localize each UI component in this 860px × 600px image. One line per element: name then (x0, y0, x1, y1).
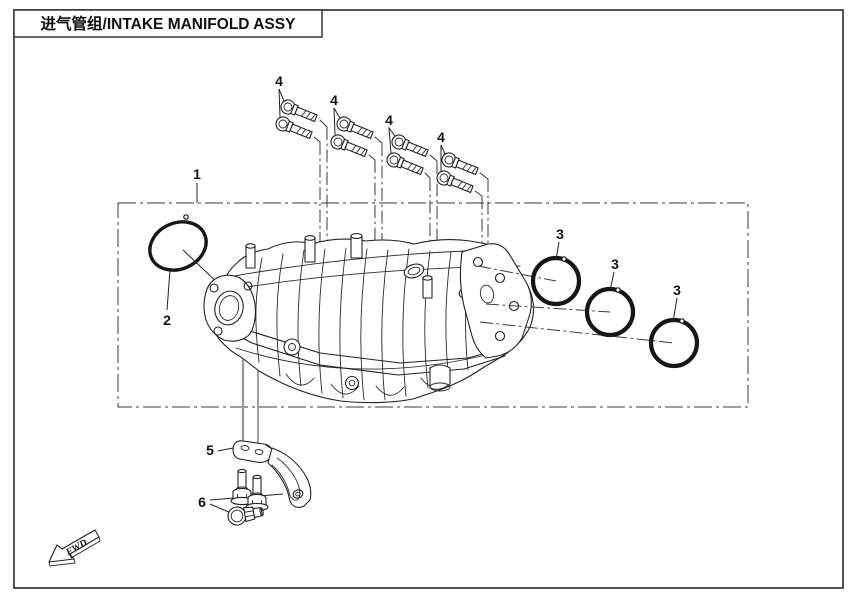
callout-3a: 3 (556, 226, 564, 242)
bolt-4c2 (386, 152, 424, 176)
seal-ring-3b-leader (609, 271, 615, 292)
bolt-4c1 (391, 134, 429, 158)
bracket-5-leader (217, 447, 234, 452)
title-block: 进气管组/INTAKE MANIFOLD ASSY (13, 9, 323, 38)
seal-ring-3c (648, 297, 700, 369)
callout-3b: 3 (611, 256, 619, 272)
bolt-4d2 (436, 170, 474, 194)
seal-ring-pointer-lines (477, 265, 675, 344)
flange-bolts-4 (275, 88, 479, 194)
flange-bolt-6c (227, 506, 264, 526)
callout-labels: 1 2 3 3 3 4 4 4 4 5 6 (163, 73, 681, 510)
bolt-4d-leader (440, 144, 446, 171)
bolt-4d1 (441, 152, 479, 176)
bolt-4a1 (280, 99, 318, 123)
seal-ring-3b (584, 271, 636, 338)
intake-manifold-body (203, 233, 535, 404)
bracket-bolts-6 (209, 468, 284, 526)
bolt-4b-leader (333, 107, 341, 136)
bolt-4c-leader (388, 126, 396, 154)
page-border (13, 9, 844, 589)
bolt-4a2 (275, 116, 313, 140)
bolt-4a-leader (278, 88, 285, 118)
callout-4d: 4 (437, 129, 445, 145)
fwd-direction-marker: FWD (48, 529, 101, 567)
callout-5: 5 (206, 442, 214, 458)
seal-ring-3a (530, 241, 582, 307)
support-bracket-5 (217, 440, 312, 508)
seal-ring-3a-leader (555, 241, 560, 261)
callout-4a: 4 (275, 73, 283, 89)
callout-4c: 4 (385, 112, 393, 128)
callout-1: 1 (193, 166, 201, 182)
bolt-4b1 (336, 116, 374, 140)
callout-2: 2 (163, 312, 171, 328)
vacuum-port-cylinders (245, 233, 433, 299)
page-title: 进气管组/INTAKE MANIFOLD ASSY (41, 14, 297, 33)
o-ring-2-leader-line (166, 269, 171, 311)
fwd-arrow-icon (48, 529, 100, 563)
seal-ring-3c-leader (672, 297, 678, 323)
bolts-6-leader-b (209, 503, 232, 514)
stud-bolt-6a (230, 468, 254, 506)
callout-6: 6 (198, 494, 206, 510)
bolt-4b2 (330, 134, 368, 158)
callout-4b: 4 (330, 92, 338, 108)
title-box (13, 9, 323, 38)
callout-3c: 3 (673, 282, 681, 298)
assembly-boundary-box (117, 202, 749, 408)
